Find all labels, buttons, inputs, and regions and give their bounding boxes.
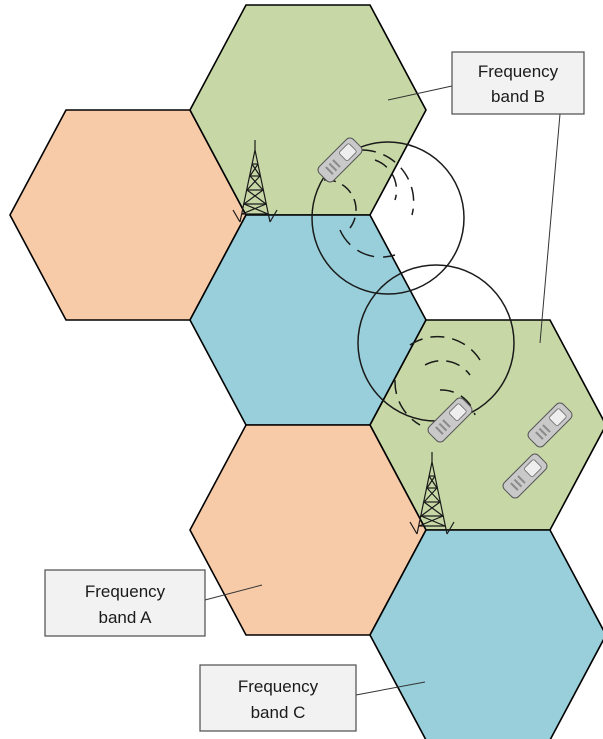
callout-box-band-c xyxy=(199,664,357,732)
coverage-circle-upper xyxy=(311,141,465,295)
wave-arc-upper-3 xyxy=(339,229,396,258)
callout-band-c: Frequency band C xyxy=(199,664,426,732)
callout-line2-band-a: band A xyxy=(99,608,153,627)
cells-layer xyxy=(9,4,603,739)
callout-line2-band-b: band B xyxy=(491,87,545,106)
mobile-phone-icon xyxy=(317,137,363,183)
mobile-phone-icon xyxy=(527,402,573,448)
callout-box-band-a xyxy=(44,569,206,637)
callout-line1-band-a: Frequency xyxy=(85,582,166,601)
leader-line-band-c xyxy=(355,681,426,696)
callout-line2-band-c: band C xyxy=(251,703,306,722)
callout-band-a: Frequency band A xyxy=(44,569,263,637)
wave-arc-lower-4 xyxy=(439,389,476,416)
wave-arc-upper-4 xyxy=(374,159,398,201)
cell-band-c-lower xyxy=(369,529,603,739)
wave-arc-lower-2 xyxy=(424,359,471,376)
wave-arc-upper-1 xyxy=(361,149,415,216)
callout-box-band-b xyxy=(451,51,585,115)
mobile-phone-icon xyxy=(502,453,548,499)
callout-line1-band-c: Frequency xyxy=(238,677,319,696)
wave-arc-lower-1 xyxy=(409,335,481,361)
leader-line-band-b-1 xyxy=(387,85,453,101)
cell-tower-icon xyxy=(232,140,278,223)
signal-waves-upper xyxy=(311,141,465,295)
wave-arc-lower-3 xyxy=(394,379,421,426)
cell-tower-icon xyxy=(409,452,455,535)
leader-line-band-b-2 xyxy=(539,113,561,344)
leader-line-band-a xyxy=(204,584,263,601)
mobile-phone-icon xyxy=(427,397,473,443)
callout-band-b: Frequency band B xyxy=(387,51,585,344)
callout-line1-band-b: Frequency xyxy=(478,62,559,81)
